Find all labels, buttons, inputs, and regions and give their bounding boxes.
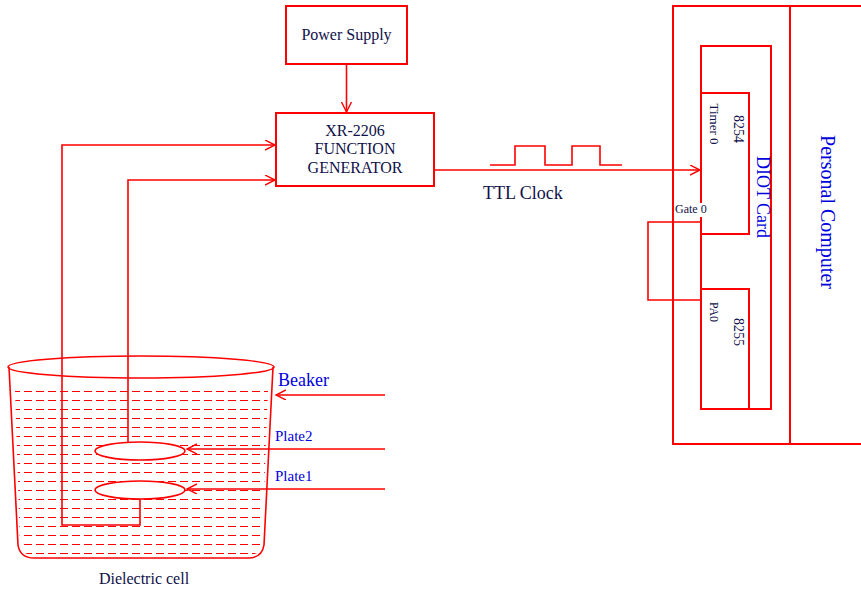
dielectric-cell: Dielectric cell: [8, 355, 280, 590]
part-label: Beaker: [278, 370, 329, 391]
panel-divider: [789, 5, 791, 445]
node-text: Power Supply: [301, 26, 391, 44]
signal-wire: [435, 169, 700, 171]
node-text: 8255: [731, 318, 745, 346]
signal-wire: [62, 145, 275, 355]
computer-box: Personal Computer DIOT Card 8254 Timer 0 PA0…: [672, 5, 861, 445]
signal-label: TTL Clock: [483, 183, 563, 204]
card-box: DIOT Card 8254 Timer 0 PA0 8255: [700, 45, 772, 410]
signal-wire: [346, 65, 348, 112]
part-label: Plate2: [275, 428, 313, 445]
ppi-chip-box: PA0 8255: [700, 288, 750, 410]
beaker-body: [9, 367, 273, 558]
signal-wire: [128, 180, 275, 355]
node-text: PA0: [708, 302, 720, 322]
signal-wire: [648, 222, 700, 300]
node-text: Timer 0: [708, 103, 721, 144]
power-supply-box: Power Supply: [285, 5, 408, 65]
node-text: XR-2206 FUNCTION GENERATOR: [299, 122, 411, 177]
node-text: Dielectric cell: [8, 570, 280, 588]
electrode-plate: [95, 442, 185, 460]
electrode-plate: [95, 481, 185, 499]
leader-line: [187, 448, 385, 449]
plate-wire: [127, 355, 129, 442]
liquid-fill: [15, 390, 268, 555]
beaker-rim: [8, 356, 274, 378]
square-wave-symbol: [490, 146, 622, 165]
leader-line: [187, 488, 385, 489]
node-text: Personal Computer: [818, 135, 838, 289]
pin-label: Gate 0: [674, 203, 708, 217]
node-text: DIOT Card: [754, 156, 772, 238]
function-generator-box: XR-2206 FUNCTION GENERATOR: [275, 112, 435, 187]
part-label: Plate1: [275, 468, 313, 485]
node-text: 8254: [731, 115, 745, 143]
leader-line: [276, 394, 385, 395]
